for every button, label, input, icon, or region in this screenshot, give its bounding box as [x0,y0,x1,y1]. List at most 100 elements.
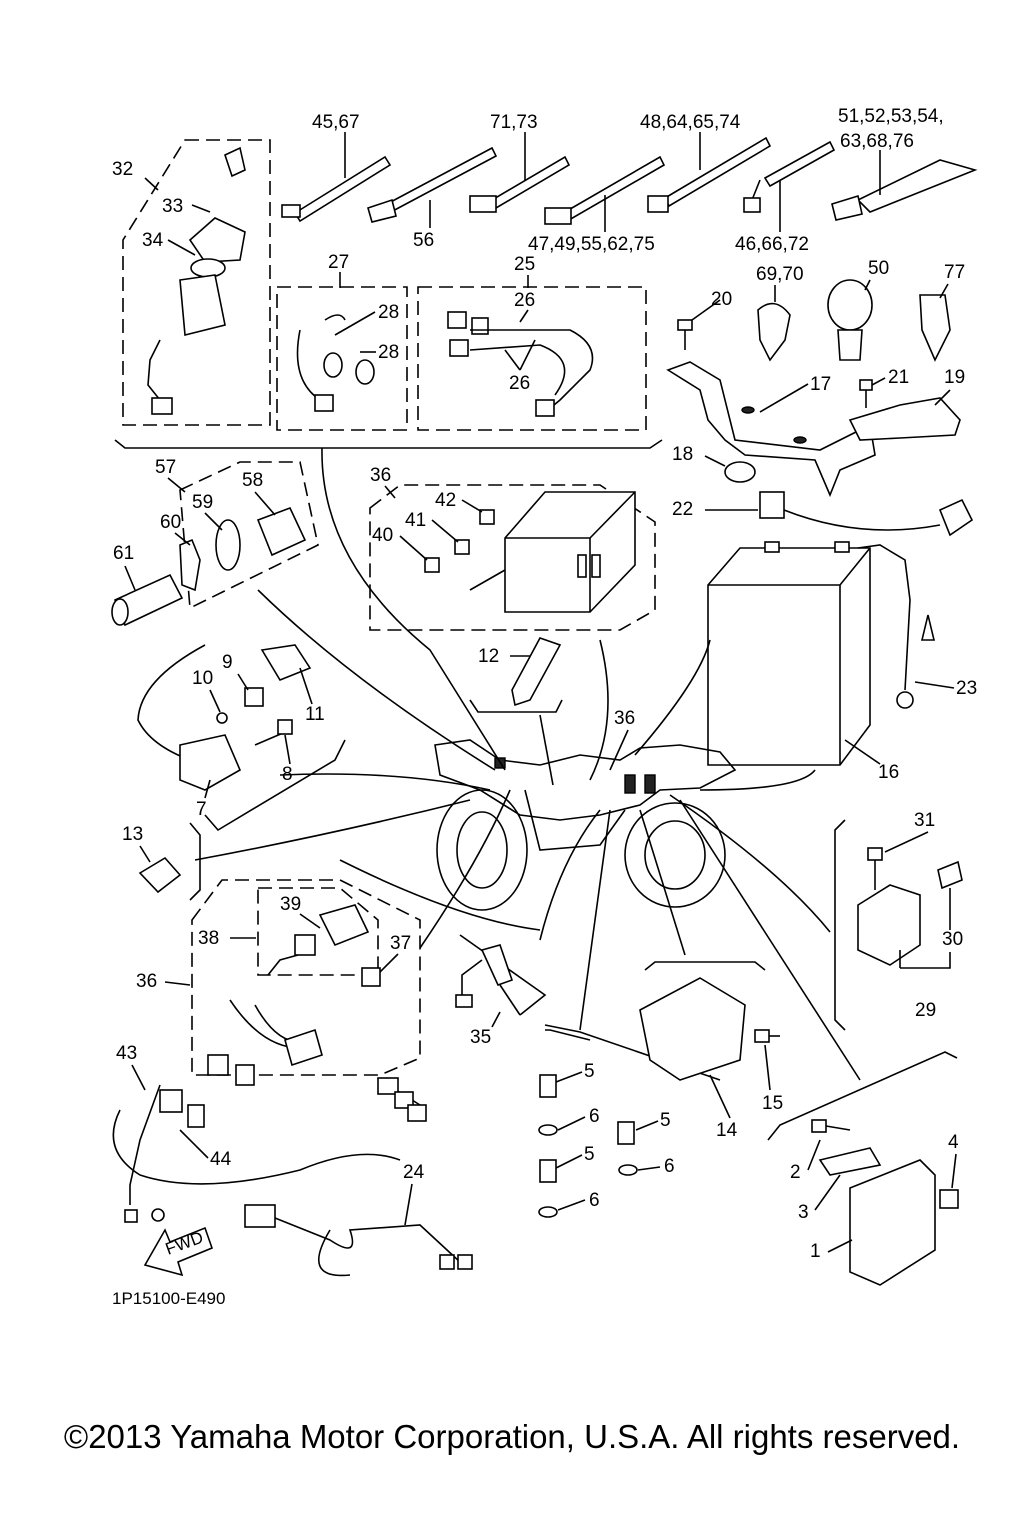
bolts-5-6 [538,1024,721,1218]
callout-50: 50 [868,258,889,279]
callout-5-b: 5 [660,1110,671,1131]
sensor-12 [469,637,563,713]
rectifier-14 [639,961,780,1081]
callout-69-70: 69,70 [756,264,804,285]
callout-45-67: 45,67 [312,112,360,133]
callout-10: 10 [192,668,213,689]
callout-60: 60 [160,512,181,533]
callout-51-52-53-54: 51,52,53,54, [838,106,944,127]
fuse-holder-22 [759,491,974,537]
band-50 [827,279,873,361]
callout-labels: 45,67 71,73 48,64,65,74 51,52,53,54, 63,… [112,106,977,1262]
callout-47-49-55-62-75: 47,49,55,62,75 [528,234,655,255]
callout-33: 33 [162,196,183,217]
bracket-17 [666,361,876,498]
atv-vehicle [434,739,737,911]
socket-group-57 [179,461,319,610]
bulb-socket-group-25 [417,286,647,431]
callout-35: 35 [470,1027,491,1048]
fwd-arrow: FWD [143,1226,214,1277]
harness-43-44 [112,1077,427,1223]
diagram-code: 1P15100-E490 [112,1289,225,1308]
harness-24 [244,1204,473,1277]
callout-63-68-76: 63,68,76 [840,131,914,152]
cable-tie-71-73 [469,155,571,213]
callout-8: 8 [282,764,293,785]
harness-group-36 [191,879,421,1086]
callout-71-73: 71,73 [490,112,538,133]
cdi-unit-group [767,1051,959,1286]
callout-43: 43 [116,1043,137,1064]
bolt-20 [677,319,693,350]
cable-tie-46-66 [743,140,836,213]
callout-7: 7 [196,799,207,820]
leader-lines [194,447,861,1081]
callout-32: 32 [112,159,133,180]
callout-42: 42 [435,490,456,511]
callout-57: 57 [155,457,176,478]
cable-tie-51-52 [831,159,978,221]
callout-58: 58 [242,470,263,491]
callout-31: 31 [914,810,935,831]
callout-14: 14 [716,1120,738,1141]
callout-6-c: 6 [589,1190,600,1211]
callout-6-a: 6 [589,1106,600,1127]
callout-46-66-72: 46,66,72 [735,234,809,255]
callout-21: 21 [888,367,909,388]
battery-16 [707,541,871,766]
callout-12: 12 [478,646,499,667]
callout-18: 18 [672,444,693,465]
cable-tie-56 [367,146,498,223]
callout-56: 56 [413,230,434,251]
bracket-top-groups [114,439,663,449]
label-leaders [124,132,957,1253]
callout-28-b: 28 [378,342,399,363]
ignition-switch-group [122,139,271,426]
callout-36-a: 36 [370,465,391,486]
callout-2: 2 [790,1162,801,1183]
callout-15: 15 [762,1093,783,1114]
callout-27: 27 [328,252,349,273]
cap-18 [724,461,756,483]
callout-40: 40 [372,525,393,546]
callout-11: 11 [305,704,325,725]
bulb-socket-group-27 [276,286,408,431]
callout-37: 37 [390,933,411,954]
callout-5-a: 5 [584,1061,595,1082]
cable-tie-47-49 [544,155,666,225]
callout-34: 34 [142,230,164,251]
callout-28-a: 28 [378,302,399,323]
cable-tie-48-64 [647,136,772,213]
sensor-13 [138,822,201,901]
callout-19: 19 [944,367,965,388]
bolt-21 [859,379,873,408]
cable-tie-45-67 [281,155,392,223]
callout-48-64-65-74: 48,64,65,74 [640,112,741,133]
callout-38: 38 [198,928,219,949]
callout-9: 9 [222,652,233,673]
callout-36-b: 36 [614,708,635,729]
callout-17: 17 [810,374,831,395]
callout-39: 39 [280,894,301,915]
callout-77: 77 [944,262,965,283]
clip-77 [919,294,951,362]
callout-23: 23 [956,678,977,699]
callout-30: 30 [942,929,963,950]
callout-16: 16 [878,762,899,783]
callout-44: 44 [210,1149,232,1170]
callout-36-c: 36 [136,971,157,992]
fuse-box-group-36 [369,484,656,631]
callout-41: 41 [405,510,426,531]
callout-20: 20 [711,289,732,310]
callout-59: 59 [192,492,213,513]
callout-25: 25 [514,254,535,275]
callout-4: 4 [948,1132,959,1153]
copyright-notice: ©2013 Yamaha Motor Corporation, U.S.A. A… [63,1418,961,1455]
clamp-69-70 [757,302,791,362]
callout-26-a: 26 [514,290,535,311]
callout-29: 29 [915,1000,936,1021]
callout-5-c: 5 [584,1144,595,1165]
callout-13: 13 [122,824,143,845]
